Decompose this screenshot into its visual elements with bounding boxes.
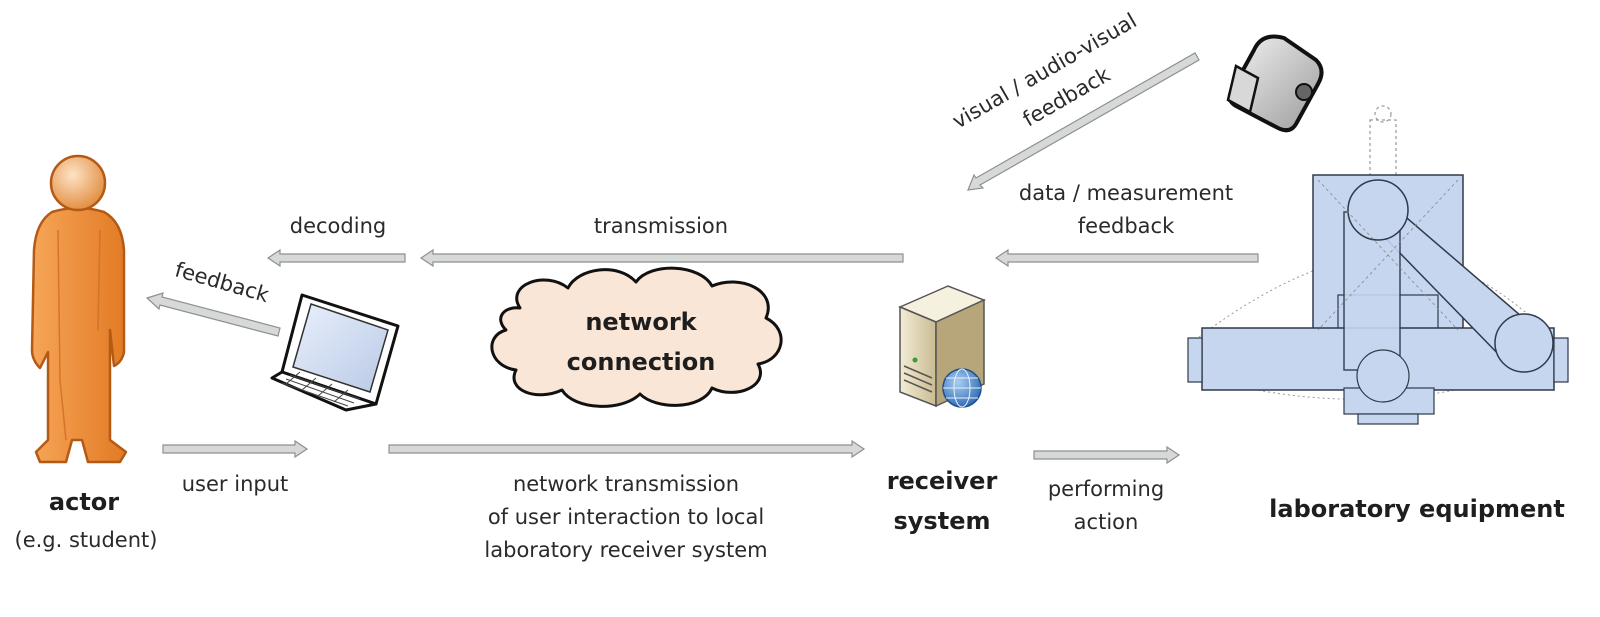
transmission-label: transmission (594, 214, 728, 238)
cloud-label-line2: connection (567, 348, 716, 376)
receiver-label-line1: receiver (887, 467, 998, 495)
data-feedback-label-line2: feedback (1078, 214, 1175, 238)
feedback-arrow (145, 292, 281, 337)
performing-action-arrow (1033, 445, 1181, 465)
decoding-label: decoding (290, 214, 386, 238)
laboratory-equipment-label: laboratory equipment (1269, 495, 1565, 523)
feedback-label: feedback (172, 257, 272, 307)
laboratory-equipment-icon (1187, 105, 1569, 425)
decoding-arrow (266, 248, 406, 268)
network-transmission-label-line2: of user interaction to local (488, 505, 764, 529)
actor-figure-icon (30, 154, 128, 464)
data-feedback-arrow (994, 248, 1259, 268)
visual-feedback-arrow (967, 52, 1200, 191)
receiver-label-line2: system (894, 507, 991, 535)
network-cloud-icon (490, 266, 783, 408)
transmission-arrow (419, 248, 904, 268)
network-transmission-label-line1: network transmission (513, 472, 739, 496)
actor-subtitle: (e.g. student) (15, 528, 158, 552)
laptop-icon (270, 293, 400, 412)
actor-title: actor (49, 488, 119, 516)
network-transmission-arrow (388, 439, 866, 459)
network-transmission-label-line3: laboratory receiver system (484, 538, 767, 562)
user-input-arrow (162, 439, 309, 459)
user-input-label: user input (182, 472, 289, 496)
performing-action-label-line1: performing (1048, 477, 1164, 501)
performing-action-label-line2: action (1074, 510, 1139, 534)
cloud-label-line1: network (585, 308, 697, 336)
server-icon (898, 285, 986, 408)
data-feedback-label-line1: data / measurement (1019, 181, 1233, 205)
camera-icon (1226, 34, 1324, 133)
